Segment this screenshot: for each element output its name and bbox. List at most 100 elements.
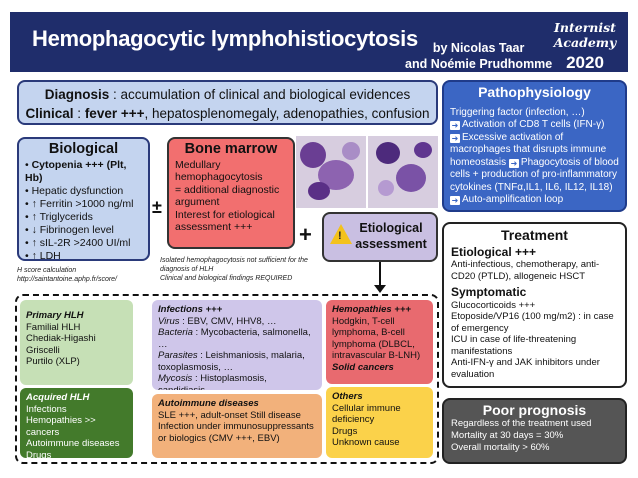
marrow-title: Bone marrow: [184, 141, 278, 157]
list-item: Bacteria : Mycobacteria, salmonella, …: [158, 327, 316, 350]
parasites-text: : Leishmaniosis, malaria, toxoplasmosis,…: [158, 350, 305, 373]
author-line-2: and Noémie Prudhomme: [405, 57, 553, 71]
image-divider: [366, 136, 368, 208]
isolated-note-2: diagnosis of HLH: [160, 266, 214, 273]
virus-label: Virus: [158, 315, 180, 327]
prognosis-item: Regardless of the treatment used: [451, 418, 592, 429]
treatment-symp-title: Symptomatic: [451, 285, 527, 299]
list-item: Chediak-Higashi: [26, 333, 96, 344]
warning-mark: !: [338, 230, 342, 242]
primary-title: Primary HLH: [26, 310, 84, 321]
cell-shape: [378, 180, 394, 196]
microscopy-image: [296, 136, 438, 208]
patho-item: ➜Activation of CD8 T cells (IFN-γ): [450, 119, 619, 132]
clinical-label: Clinical: [25, 106, 74, 121]
autoimmune-box: Autoimmune diseases SLE +++, adult-onset…: [152, 394, 322, 458]
bio-item: • Cytopenia +++ (Plt, Hb): [25, 159, 127, 184]
cell-shape: [308, 182, 330, 200]
etiological-assessment-box: ! Etiological assessment: [322, 212, 438, 262]
bio-item-text: Hepatic dysfunction: [31, 185, 124, 197]
brand-logo: Internist Academy 2020: [545, 20, 625, 73]
treatment-item: Glucocorticoids +++: [451, 299, 536, 311]
treatment-etio-title: Etiological +++: [451, 244, 537, 259]
hscore-link[interactable]: http://saintantoine.aphp.fr/score/: [17, 276, 118, 283]
brand-year: 2020: [566, 53, 604, 72]
bacteria-text: : Mycobacteria, salmonella, …: [158, 327, 311, 350]
bio-item-text: ↑ LDH: [31, 250, 61, 261]
treatment-etio-text: Anti-infectious, chemotherapy, anti-CD20…: [451, 259, 600, 282]
bio-item-text: ↑ Triglycerids: [31, 211, 93, 223]
diagnosis-line: Diagnosis : accumulation of clinical and…: [19, 85, 436, 104]
bio-item: • ↓ Fibrinogen level: [25, 224, 114, 236]
hemopathies-text: Hodgkin, T-cell lymphoma, B-cell lymphom…: [332, 315, 421, 362]
prognosis-title: Poor prognosis: [482, 402, 587, 418]
biological-title: Biological: [48, 141, 119, 157]
arrow-right-icon: ➜: [450, 121, 460, 130]
hscore-note-1: H score calculation: [17, 267, 77, 274]
etio-line-2: assessment: [355, 237, 427, 251]
bio-item-text: ↑ Ferritin >1000 ng/ml: [31, 198, 134, 210]
list-item: SLE +++, adult-onset Still disease: [158, 409, 301, 421]
bio-item-text: ↓ Fibrinogen level: [31, 224, 114, 236]
treatment-title: Treatment: [501, 227, 568, 243]
acquired-title: Acquired HLH: [26, 392, 90, 403]
bio-item-text: Cytopenia +++ (Plt, Hb): [25, 159, 127, 184]
isolated-note-1: Isolated hemophagocytosis not sufficient…: [160, 257, 308, 264]
autoimmune-title: Autoimmune diseases: [158, 398, 259, 409]
isolated-note-3: Clinical and biological findings REQUIRE…: [160, 275, 293, 282]
mycosis-text: : Histoplasmosis, candidiasis, …: [158, 373, 267, 390]
cell-shape: [376, 142, 400, 164]
patho-trigger: Triggering factor (infection, …): [450, 106, 585, 118]
biological-box: Biological • Cytopenia +++ (Plt, Hb) • H…: [17, 137, 150, 261]
hscore-note: H score calculation http://saintantoine.…: [17, 266, 117, 284]
cell-shape: [396, 164, 426, 192]
infections-title: Infections +++: [158, 304, 223, 315]
cell-shape: [300, 142, 326, 168]
prognosis-box: Poor prognosis Regardless of the treatme…: [442, 398, 627, 464]
list-item: Hemopathies >> cancers: [26, 415, 96, 438]
arrow-line: [379, 262, 381, 288]
brand-name: Internist Academy: [553, 20, 617, 50]
diagnosis-text: : accumulation of clinical and biologica…: [109, 87, 411, 102]
list-item: Infection under immunosuppressants or bi…: [158, 421, 314, 444]
page-title: Hemophagocytic lymphohistiocytosis: [32, 26, 418, 51]
arrow-down-icon: [374, 285, 386, 293]
list-item: Parasites : Leishmaniosis, malaria, toxo…: [158, 350, 316, 373]
bone-marrow-box: Bone marrow Medullary hemophagocytosis =…: [167, 137, 295, 249]
marrow-text-3: Interest for etiological assessment +++: [175, 208, 275, 234]
treatment-box: Treatment Etiological +++ Anti-infectiou…: [442, 222, 627, 388]
list-item: Unknown cause: [332, 437, 400, 448]
patho-item-text: Phagocytosis of blood cells + production…: [450, 156, 619, 193]
bio-item: • ↑ Triglycerids: [25, 211, 93, 223]
patho-item-text: Excessive activation of macrophages that…: [450, 131, 607, 168]
arrow-right-icon: ➜: [508, 158, 519, 168]
hemopathies-box: Hemopathies +++ Hodgkin, T-cell lymphoma…: [326, 300, 433, 384]
bio-item-text: ↑ sIL-2R >2400 UI/ml: [31, 237, 131, 249]
bio-item: • ↑ sIL-2R >2400 UI/ml: [25, 237, 131, 249]
parasites-label: Parasites: [158, 350, 198, 361]
list-item: Drugs: [26, 449, 52, 459]
bio-item: • ↑ Ferritin >1000 ng/ml: [25, 198, 134, 210]
etiologies-container: [15, 294, 439, 464]
others-box: Others Cellular immune deficiency Drugs …: [326, 387, 433, 458]
list-item: Infections: [26, 403, 67, 415]
solid-cancers: Solid cancers: [332, 361, 394, 373]
authors: by Nicolas Taar and Noémie Prudhomme: [405, 40, 552, 72]
list-item: Griscelli: [26, 344, 60, 356]
cell-shape: [342, 142, 360, 160]
patho-title: Pathophysiology: [478, 84, 591, 100]
arrow-right-icon: ➜: [450, 196, 460, 205]
fever-text: fever +++: [84, 106, 145, 121]
list-item: Purtilo (XLP): [26, 356, 80, 367]
others-title: Others: [332, 391, 363, 402]
primary-hlh-box: Primary HLH Familial HLH Chediak-Higashi…: [20, 300, 133, 385]
clinical-sep: :: [73, 106, 85, 121]
list-item: Familial HLH: [26, 321, 81, 333]
author-line-1: by Nicolas Taar: [432, 41, 525, 55]
patho-item-text: Auto-amplification loop: [462, 194, 564, 205]
list-item: Cellular immune deficiency: [332, 402, 401, 426]
plus-sign: +: [299, 222, 312, 247]
bacteria-label: Bacteria: [158, 327, 193, 338]
mycosis-label: Mycosis: [158, 373, 193, 384]
prognosis-item: Overall mortality > 60%: [451, 442, 550, 453]
